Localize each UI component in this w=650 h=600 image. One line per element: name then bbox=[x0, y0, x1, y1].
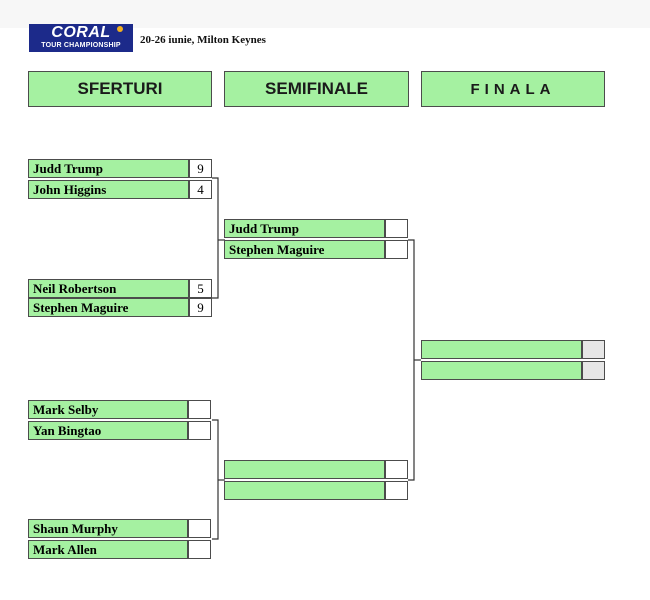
final-player1-name bbox=[421, 340, 582, 359]
connector-qf1-qf2 bbox=[212, 177, 219, 299]
qf2-player2-name: Stephen Maguire bbox=[28, 298, 189, 317]
coral-logo: CORAL TOUR CHAMPIONSHIP bbox=[29, 24, 133, 52]
logo-dot-icon bbox=[117, 26, 123, 32]
sf2-player2-score bbox=[385, 481, 408, 500]
final-player2-score bbox=[582, 361, 605, 380]
round-header-final: FINALA bbox=[421, 71, 605, 107]
connector-sf1-sf2 bbox=[408, 239, 415, 481]
qf2-player2-score: 9 bbox=[189, 298, 212, 317]
sf1-player2-name: Stephen Maguire bbox=[224, 240, 385, 259]
qf4-player1-score bbox=[188, 519, 211, 538]
sf2-player2-name bbox=[224, 481, 385, 500]
qf4-player1-name: Shaun Murphy bbox=[28, 519, 188, 538]
round-header-semifinals: SEMIFINALE bbox=[224, 71, 409, 107]
qf1-player2-name: John Higgins bbox=[28, 180, 189, 199]
qf4-player2-score bbox=[188, 540, 211, 559]
final-player2-name bbox=[421, 361, 582, 380]
round-header-quarterfinals: SFERTURI bbox=[28, 71, 212, 107]
qf3-player1-score bbox=[188, 400, 211, 419]
event-info: 20-26 iunie, Milton Keynes bbox=[140, 34, 266, 46]
qf3-player2-score bbox=[188, 421, 211, 440]
sf2-player1-score bbox=[385, 460, 408, 479]
qf4-player2-name: Mark Allen bbox=[28, 540, 188, 559]
qf1-player2-score: 4 bbox=[189, 180, 212, 199]
connector-qf3-qf4 bbox=[212, 419, 219, 540]
qf1-player1-score: 9 bbox=[189, 159, 212, 178]
logo-subtitle: TOUR CHAMPIONSHIP bbox=[41, 42, 121, 49]
final-player1-score bbox=[582, 340, 605, 359]
sf2-player1-name bbox=[224, 460, 385, 479]
logo-brand: CORAL bbox=[51, 24, 111, 41]
qf3-player2-name: Yan Bingtao bbox=[28, 421, 188, 440]
qf1-player1-name: Judd Trump bbox=[28, 159, 189, 178]
qf2-player1-name: Neil Robertson bbox=[28, 279, 189, 298]
top-strip bbox=[0, 0, 650, 28]
qf2-player1-score: 5 bbox=[189, 279, 212, 298]
qf3-player1-name: Mark Selby bbox=[28, 400, 188, 419]
sf1-player1-name: Judd Trump bbox=[224, 219, 385, 238]
sf1-player2-score bbox=[385, 240, 408, 259]
sf1-player1-score bbox=[385, 219, 408, 238]
